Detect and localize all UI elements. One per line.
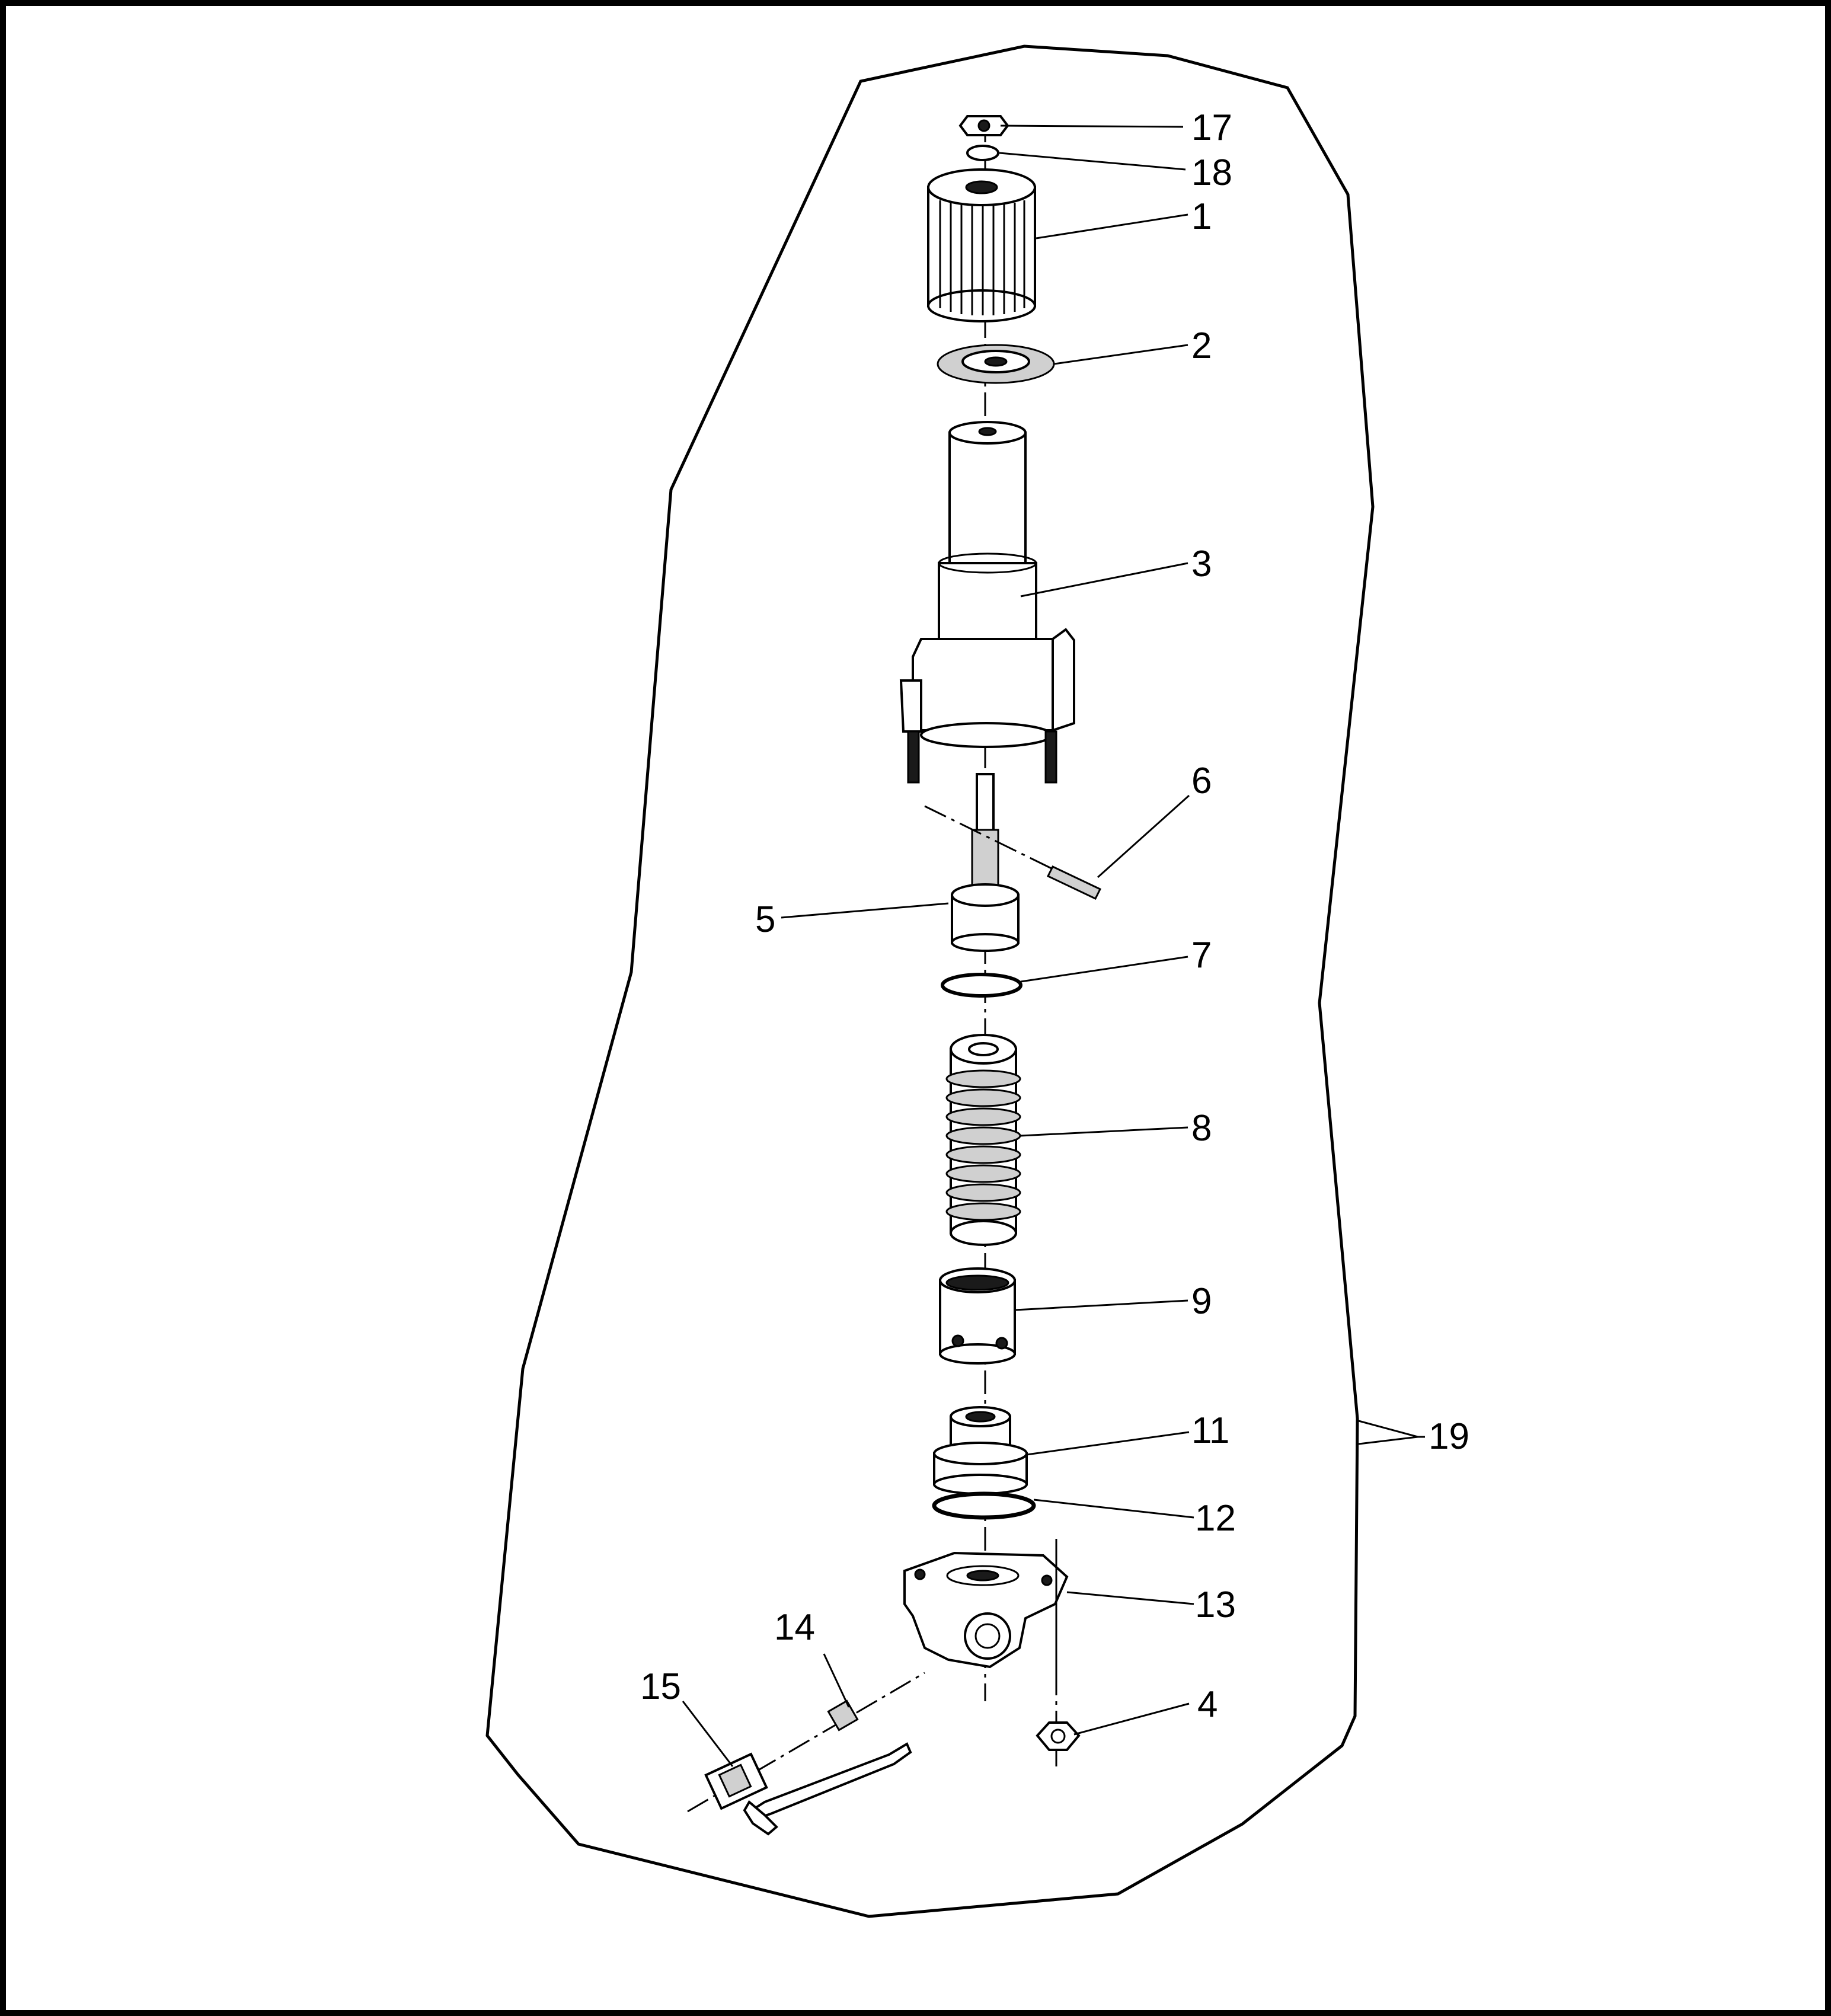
callout-7: 7 [1191, 935, 1212, 976]
callout-18: 18 [1191, 152, 1232, 193]
part-15-valve-lever [704, 1742, 912, 1836]
callout-13: 13 [1195, 1584, 1236, 1625]
callout-1: 1 [1191, 196, 1212, 237]
part-18-washer [966, 145, 999, 161]
assembly-boundary-outline [485, 44, 1375, 1918]
part-17-nut [958, 115, 1009, 136]
callout-14: 14 [774, 1607, 815, 1648]
part-3-housing [899, 421, 1075, 784]
part-4-hex-nut [1036, 1672, 1081, 1766]
part-2-flange-washer [937, 344, 1055, 384]
part-9-sleeve [939, 1267, 1016, 1365]
callout-2: 2 [1191, 325, 1212, 366]
part-1-filter-element [927, 168, 1036, 322]
part-7-o-ring [941, 973, 1022, 998]
callout-3: 3 [1191, 544, 1212, 584]
callout-4: 4 [1197, 1684, 1218, 1725]
leader-lines [682, 124, 1425, 1767]
part-8-spring [945, 1034, 1021, 1246]
callout-6: 6 [1191, 761, 1212, 801]
callout-5: 5 [755, 899, 775, 940]
callout-19: 19 [1429, 1416, 1469, 1457]
callout-8: 8 [1191, 1108, 1212, 1149]
part-6-pin [924, 805, 1102, 900]
part-5-plunger [951, 773, 1020, 952]
part-11-valve-body [933, 1406, 1028, 1495]
part-12-seal-ring [932, 1491, 1036, 1520]
callout-9: 9 [1191, 1281, 1212, 1322]
callout-15: 15 [640, 1666, 681, 1707]
callout-12: 12 [1195, 1498, 1236, 1539]
callout-17: 17 [1191, 107, 1232, 148]
part-13-pump-base [903, 1539, 1069, 1672]
callout-11: 11 [1191, 1410, 1229, 1451]
